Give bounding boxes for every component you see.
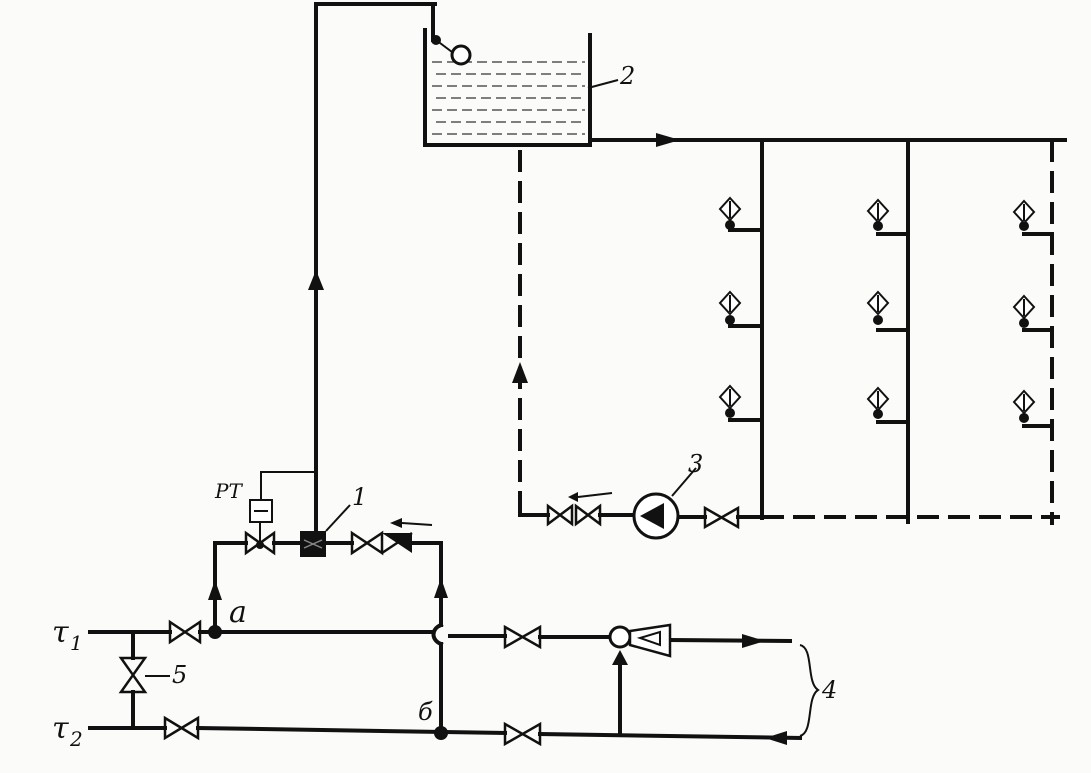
- tap: [718, 196, 764, 232]
- tap: [866, 198, 910, 236]
- circulation-return: [512, 150, 1060, 519]
- bypass-valve: [118, 630, 170, 730]
- flow-arrow-circulation: [577, 492, 613, 498]
- riser-to-tank: [308, 2, 437, 534]
- supply-line-t1: [88, 625, 793, 648]
- tap: [866, 290, 910, 332]
- tank-water-level: [432, 61, 585, 135]
- storage-tank: [423, 6, 619, 147]
- leader-2: [587, 79, 619, 89]
- label-b: б: [418, 698, 433, 726]
- tap: [718, 384, 764, 422]
- label-2: 2: [619, 62, 635, 90]
- return-line-t2: [88, 725, 803, 745]
- label-4: 4: [821, 676, 837, 704]
- label-a: a: [229, 595, 247, 630]
- distribution-main: [588, 133, 1067, 147]
- return-valve-2: [503, 721, 542, 747]
- label-3: 3: [688, 450, 703, 478]
- leader-3: [671, 467, 697, 497]
- circulation-pump: [632, 467, 697, 540]
- label-t2: τ: [52, 711, 69, 746]
- circulation-check-valve: [546, 503, 602, 527]
- label-rt: PT: [214, 479, 243, 503]
- label-t1-sub: 1: [70, 631, 83, 655]
- supply-valve-1: [168, 619, 202, 645]
- water-heater: [300, 504, 351, 557]
- temperature-regulator: [244, 471, 316, 556]
- label-5: 5: [172, 661, 187, 689]
- leader-1: [325, 504, 351, 532]
- draw-off-taps: [718, 196, 1054, 428]
- brace-4: [799, 644, 820, 737]
- tap: [718, 290, 764, 328]
- label-t1: τ: [52, 615, 69, 650]
- return-valve-1: [163, 715, 200, 741]
- label-t2-sub: 2: [69, 727, 83, 751]
- heater-branch: [208, 518, 448, 735]
- jet-pump: [608, 623, 672, 735]
- supply-valve-2: [503, 624, 542, 650]
- label-1: 1: [352, 483, 367, 511]
- tap: [1012, 199, 1054, 236]
- circulation-valve: [703, 505, 740, 530]
- float-valve: [431, 6, 472, 66]
- tap: [866, 386, 910, 424]
- risers: [760, 138, 1054, 525]
- tap: [1012, 294, 1054, 332]
- tap: [1012, 389, 1054, 428]
- heater-inlet-valves: [350, 530, 413, 556]
